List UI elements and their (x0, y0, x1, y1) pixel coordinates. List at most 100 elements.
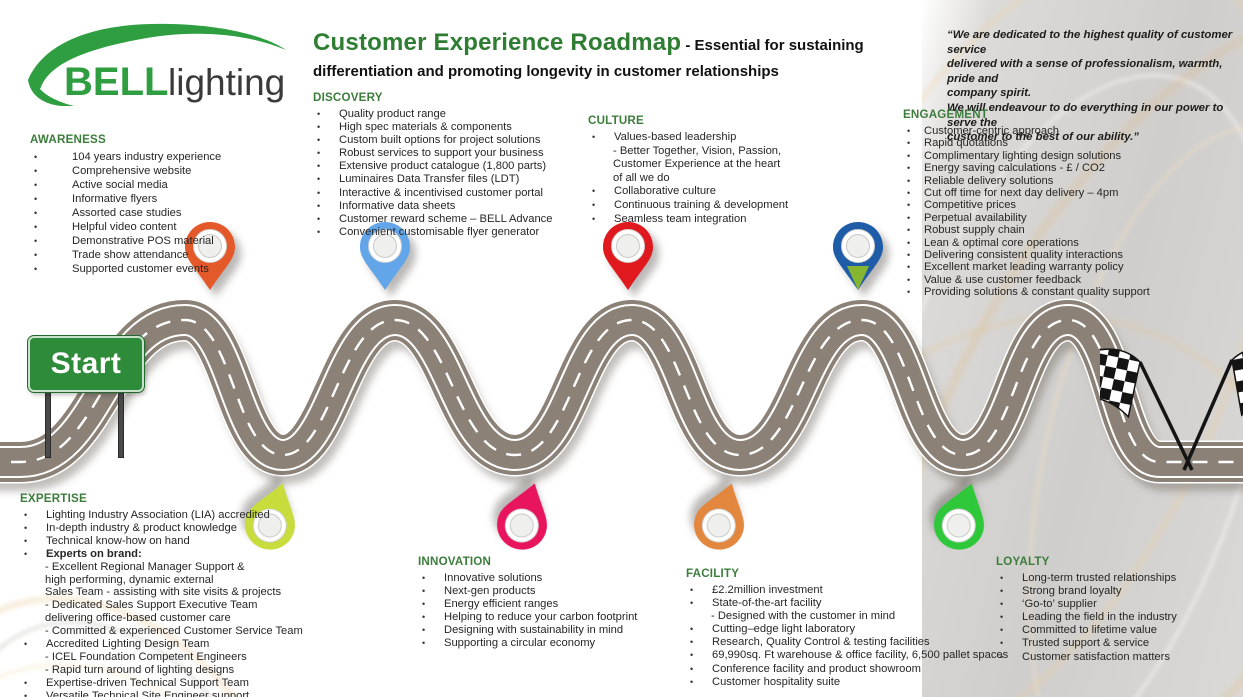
bullet-dot: • (690, 624, 694, 635)
section-innovation: INNOVATION•Innovative solutions•Next-gen… (418, 555, 678, 651)
bullet-dot: • (24, 690, 28, 697)
bullet-text: Rapid quotations (924, 137, 1008, 150)
bullet-dot: • (907, 262, 911, 273)
bullet-dot: • (34, 222, 38, 232)
section-title-loyalty: LOYALTY (996, 555, 1050, 568)
finish-flags-icon (1100, 347, 1243, 471)
bullet-text: Research, Quality Control & testing faci… (712, 636, 930, 649)
bullet-item: •Collaborative culture (588, 185, 848, 199)
bullet-item: - Designed with the customer in mind (686, 610, 1056, 623)
bullet-text: High spec materials & components (339, 121, 512, 134)
bullet-text: Custom built options for project solutio… (339, 134, 541, 147)
bullet-text: Committed to lifetime value (1022, 624, 1157, 637)
bullet-dot: • (907, 138, 911, 149)
bullet-dot: • (907, 225, 911, 236)
bullet-text: Continuous training & development (614, 198, 789, 211)
bullet-dot: • (34, 264, 38, 274)
bullet-item: •Conference facility and product showroo… (686, 663, 1056, 676)
bullet-item: •Customer satisfaction matters (996, 651, 1241, 664)
bullet-text: - ICEL Foundation Competent Engineers - … (45, 650, 247, 676)
bullet-text: - Excellent Regional Manager Support & h… (45, 560, 282, 599)
bullet-item: • High spec materials & components (313, 121, 613, 134)
bullet-dot: • (317, 148, 321, 159)
bullet-dot: • (1000, 573, 1004, 583)
bullet-item: •Assorted case studies (30, 206, 315, 220)
section-title-engagement: ENGAGEMENT (903, 108, 989, 121)
logo-text-lighting: lighting (168, 62, 285, 103)
section-title-awareness: AWARENESS (30, 133, 106, 146)
bullet-text: - Better Together, Vision, Passion, Cust… (613, 144, 782, 184)
bullet-dot: • (24, 535, 28, 546)
bell-lighting-logo: BELL lighting (28, 23, 286, 106)
bullet-text: Reliable delivery solutions (924, 174, 1054, 187)
bullet-item: •In-depth industry & product knowledge (20, 522, 350, 535)
bullet-text: Strong brand loyalty (1022, 585, 1122, 598)
bullet-item: •Helping to reduce your carbon footprint (418, 611, 678, 624)
culture-pin-icon (603, 222, 653, 290)
section-title-innovation: INNOVATION (418, 555, 492, 568)
bullet-dot: • (907, 212, 911, 223)
bullet-dot: • (317, 161, 321, 172)
bullet-dot: • (317, 187, 321, 198)
bullet-text: Demonstrative POS material (72, 235, 214, 247)
road-center-dashes (0, 318, 1243, 464)
bullet-item: •Customer reward scheme – BELL Advance (313, 213, 613, 226)
bullet-dot: • (690, 650, 694, 661)
bullet-dot: • (317, 226, 321, 237)
bullet-item: •Leading the field in the industry (996, 611, 1241, 624)
bullet-item: •Accredited Lighting Design Team (20, 638, 350, 651)
expertise-pin-icon (245, 483, 295, 550)
bullet-text: Robust supply chain (924, 224, 1025, 237)
bullet-dot: • (907, 200, 911, 211)
bullet-item: •Long-term trusted relationships (996, 572, 1241, 585)
bullet-dot: • (907, 237, 911, 248)
bullet-dot: • (422, 586, 426, 597)
bullet-text: Energy efficient ranges (444, 598, 559, 611)
bullet-item: •Informative data sheets (313, 200, 613, 213)
section-title-discovery: DISCOVERY (313, 91, 383, 104)
bullet-item: •Trusted support & service (996, 637, 1241, 650)
bullet-item: •Informative flyers (30, 192, 315, 206)
bullet-dot: • (1000, 625, 1004, 636)
bullet-dot: • (24, 639, 28, 650)
bullet-dot: • (317, 135, 321, 146)
bullet-item: - Dedicated Sales Support Executive Team… (20, 599, 350, 625)
bullet-text: Cut off time for next day delivery – 4pm (924, 187, 1119, 200)
innovation-pin-icon (497, 483, 547, 550)
bullet-text: Experts on brand: (46, 547, 142, 560)
bullet-dot: • (1000, 651, 1004, 662)
bullet-item: - Better Together, Vision, Passion, Cust… (588, 145, 848, 186)
bullet-dot: • (690, 598, 694, 609)
discovery-pin-icon (360, 222, 410, 290)
bullet-item: •Research, Quality Control & testing fac… (686, 636, 1056, 649)
bullet-text: - Designed with the customer in mind (711, 610, 896, 623)
bullet-item: •104 years industry experience (30, 150, 315, 164)
bullet-text: Seamless team integration (614, 212, 747, 225)
bullet-dot: • (422, 599, 426, 610)
bullet-dot: • (317, 174, 321, 185)
bullet-dot: • (317, 200, 321, 211)
bullet-dot: • (422, 612, 426, 623)
bullet-text: State-of-the-art facility (712, 597, 822, 610)
bullet-text: Robust services to support your business (339, 147, 544, 160)
bullet-text: Excellent market leading warranty policy (924, 261, 1124, 274)
bullet-item: •69,990sq. Ft warehouse & office facilit… (686, 649, 1056, 662)
bullet-item: •Seamless team integration (588, 213, 848, 227)
bullet-dot: • (317, 122, 321, 133)
bullet-dot: • (34, 208, 38, 218)
bullet-item: •Supporting a circular economy (418, 637, 678, 650)
bullet-text: ‘Go-to’ supplier (1022, 598, 1097, 611)
bullet-item: •Trade show attendance (30, 248, 315, 262)
section-awareness: AWARENESS •104 years industry experience •… (30, 133, 315, 276)
bullet-text: Luminaires Data Transfer files (LDT) (339, 173, 520, 186)
bullet-item: •Demonstrative POS material (30, 234, 315, 248)
bullet-dot: • (907, 150, 911, 161)
section-engagement: ENGAGEMENT•Customer-centric approach•Rap… (903, 108, 1203, 299)
bullet-dot: • (422, 573, 426, 583)
bullet-item: - Excellent Regional Manager Support & h… (20, 561, 350, 600)
bullet-dot: • (907, 188, 911, 199)
bullet-item: •Perpetual availability (903, 212, 1203, 224)
bullet-text: Leading the field in the industry (1022, 611, 1177, 624)
